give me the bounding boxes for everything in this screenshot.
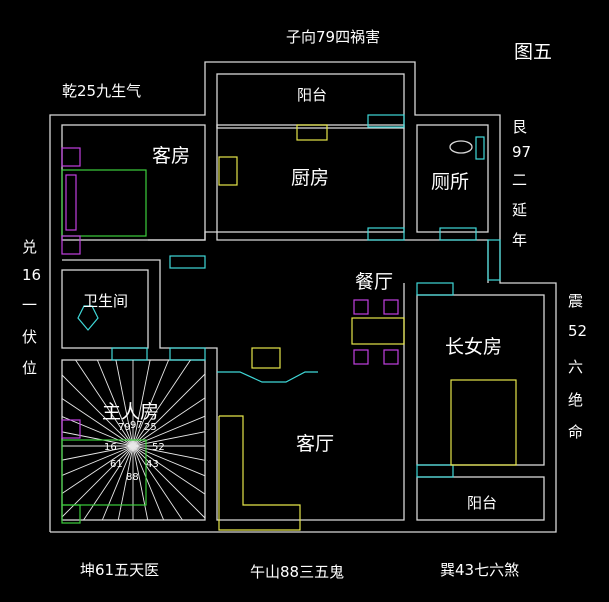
compass-ray — [132, 415, 206, 447]
svg-text:52: 52 — [152, 442, 165, 453]
svg-text:一: 一 — [22, 296, 37, 314]
direction-east: 震 52 六 绝 命 — [568, 292, 587, 441]
compass-ray — [132, 445, 206, 461]
room-guest: 客房 — [152, 145, 190, 167]
sink-icon — [218, 156, 238, 186]
svg-text:二: 二 — [512, 171, 527, 189]
toilet-icon — [449, 140, 473, 154]
room-balcony-bottom: 阳台 — [467, 494, 497, 512]
compass-ray — [101, 445, 134, 521]
washbasin-icon — [77, 305, 99, 331]
direction-south: 午山88三五鬼 — [250, 563, 344, 581]
svg-text:震: 震 — [568, 292, 583, 310]
direction-west: 兑 16 一 伏 位 — [22, 238, 41, 377]
compass-ray — [132, 445, 183, 521]
compass-ray — [117, 445, 134, 521]
center-numbers: 79 97 25 16 52 61 43 88 — [104, 420, 165, 483]
compass-ray — [132, 445, 165, 521]
svg-text:艮: 艮 — [512, 118, 527, 136]
room-dining: 餐厅 — [355, 271, 393, 293]
windows — [111, 114, 501, 478]
compass-ray — [61, 431, 134, 447]
compass-ray — [132, 359, 191, 447]
compass-ray — [61, 445, 134, 461]
compass-ray — [132, 445, 206, 495]
svg-text:52: 52 — [568, 322, 587, 340]
svg-text:命: 命 — [568, 423, 583, 441]
stove-icon — [296, 124, 328, 141]
compass-rays — [61, 359, 206, 521]
lamp-icon — [61, 147, 81, 167]
svg-text:79: 79 — [118, 422, 131, 433]
direction-southwest: 坤61五天医 — [80, 561, 159, 579]
room-living: 客厅 — [296, 433, 334, 455]
svg-text:延: 延 — [512, 201, 527, 219]
guest-bed — [61, 169, 147, 237]
room-toilet: 厕所 — [431, 171, 469, 193]
direction-northeast: 艮 97 二 延 年 — [512, 118, 531, 249]
svg-text:25: 25 — [144, 422, 157, 433]
figure-label: 图五 — [514, 41, 552, 63]
sofa — [218, 415, 301, 531]
compass-ray — [132, 359, 151, 447]
compass-ray — [132, 431, 206, 447]
compass-ray — [132, 373, 206, 447]
svg-text:六: 六 — [568, 358, 583, 376]
direction-north: 子向79四祸害 — [286, 28, 380, 46]
svg-text:88: 88 — [126, 472, 139, 483]
compass-ray — [75, 359, 134, 447]
svg-text:位: 位 — [22, 359, 37, 377]
compass-ray — [132, 359, 170, 447]
compass-ray — [61, 445, 134, 518]
direction-northwest: 乾25九生气 — [62, 82, 141, 100]
daughter-bed — [450, 379, 517, 466]
room-balcony-top: 阳台 — [297, 86, 327, 104]
direction-southeast: 巽43七六煞 — [440, 561, 519, 579]
compass-ray — [132, 445, 206, 519]
compass-ray — [61, 416, 134, 447]
compass-ray — [115, 359, 134, 447]
svg-text:16: 16 — [104, 442, 117, 453]
tv-cabinet — [217, 371, 318, 383]
compass-ray — [61, 445, 134, 476]
svg-text:61: 61 — [110, 459, 123, 470]
svg-text:伏: 伏 — [22, 328, 37, 346]
svg-text:97: 97 — [130, 420, 143, 431]
svg-text:绝: 绝 — [568, 391, 583, 409]
room-master: 主人房 — [102, 401, 159, 423]
compass-ray — [132, 445, 149, 521]
svg-text:43: 43 — [146, 459, 159, 470]
compass-ray — [132, 397, 206, 447]
master-bed — [61, 439, 147, 506]
svg-text:兑: 兑 — [22, 238, 37, 256]
room-eldest-daughter: 长女房 — [445, 336, 502, 358]
compass-ray — [96, 359, 134, 447]
compass-ray — [132, 445, 206, 477]
svg-text:97: 97 — [512, 143, 531, 161]
lamp-icon — [61, 235, 81, 255]
room-bathroom: 卫生间 — [83, 292, 128, 310]
room-kitchen: 厨房 — [291, 167, 329, 189]
svg-text:16: 16 — [22, 266, 41, 284]
compass-ray — [61, 398, 134, 447]
compass-ray — [61, 374, 134, 447]
compass-ray — [83, 445, 134, 521]
compass-ray — [61, 445, 134, 494]
svg-text:年: 年 — [512, 231, 527, 249]
dining-table — [351, 317, 405, 345]
